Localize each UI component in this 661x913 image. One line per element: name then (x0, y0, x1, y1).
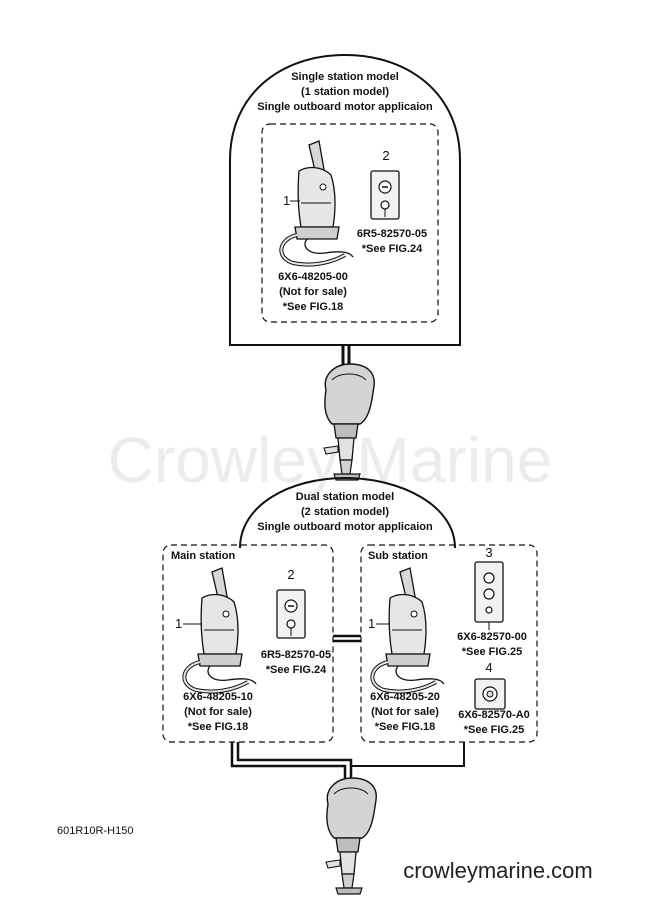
main-remote-number: 1 (175, 616, 182, 631)
single-remote-note: (Not for sale) (279, 286, 347, 298)
sub-panel-3-ref: *See FIG.25 (462, 646, 523, 658)
sub-panel-3-part: 6X6-82570-00 (457, 631, 527, 643)
figure-code: 601R10R-H150 (57, 825, 133, 837)
main-remote-note: (Not for sale) (184, 706, 252, 718)
single-panel-number: 2 (382, 148, 389, 163)
sub-remote-note: (Not for sale) (371, 706, 439, 718)
dual-title-line-3: Single outboard motor applicaion (257, 521, 433, 533)
main-remote-control-illustration (182, 566, 258, 694)
sub-station-group (360, 544, 538, 743)
single-remote-control-illustration (279, 139, 355, 267)
station-link-harness (333, 634, 361, 643)
dual-title-line-1: Dual station model (296, 491, 394, 503)
sub-remote-ref: *See FIG.18 (375, 721, 436, 733)
main-panel-part: 6R5-82570-05 (261, 649, 331, 661)
single-remote-ref: *See FIG.18 (283, 301, 344, 313)
sub-panel-4-illustration (474, 678, 506, 710)
watermark: Crowley Marine (108, 424, 553, 496)
sub-panel-4-part: 6X6-82570-A0 (458, 709, 530, 721)
dual-outboard-motor-illustration (325, 777, 377, 895)
single-remote-number: 1 (283, 193, 290, 208)
sub-remote-control-illustration (370, 566, 446, 694)
single-remote-part: 6X6-48205-00 (278, 271, 348, 283)
single-station-boundary (229, 53, 461, 346)
single-switch-panel-illustration (370, 170, 400, 220)
sub-panel-3-illustration (474, 561, 504, 631)
main-panel-number: 2 (287, 567, 294, 582)
dual-station-title-arch (239, 476, 456, 549)
main-remote-ref: *See FIG.18 (188, 721, 249, 733)
main-station-label: Main station (171, 550, 235, 562)
single-panel-part: 6R5-82570-05 (357, 228, 427, 240)
sub-remote-part: 6X6-48205-20 (370, 691, 440, 703)
sub-panel-4-number: 4 (485, 660, 492, 675)
main-remote-part: 6X6-48205-10 (183, 691, 253, 703)
main-switch-panel-illustration (276, 589, 306, 639)
dual-title-line-2: (2 station model) (301, 506, 389, 518)
sub-panel-3-number: 3 (485, 545, 492, 560)
sub-panel-4-ref: *See FIG.25 (464, 724, 525, 736)
site-url: crowleymarine.com (403, 858, 593, 883)
dual-harness-right (351, 742, 465, 767)
single-panel-ref: *See FIG.24 (362, 243, 423, 255)
sub-remote-number: 1 (368, 616, 375, 631)
dual-harness-left (230, 742, 353, 778)
single-title-line-1: Single station model (291, 71, 399, 83)
single-title-line-3: Single outboard motor applicaion (257, 101, 433, 113)
single-title-line-2: (1 station model) (301, 86, 389, 98)
main-panel-ref: *See FIG.24 (266, 664, 327, 676)
single-harness (341, 345, 351, 365)
sub-station-label: Sub station (368, 550, 428, 562)
single-station-group (261, 123, 439, 323)
